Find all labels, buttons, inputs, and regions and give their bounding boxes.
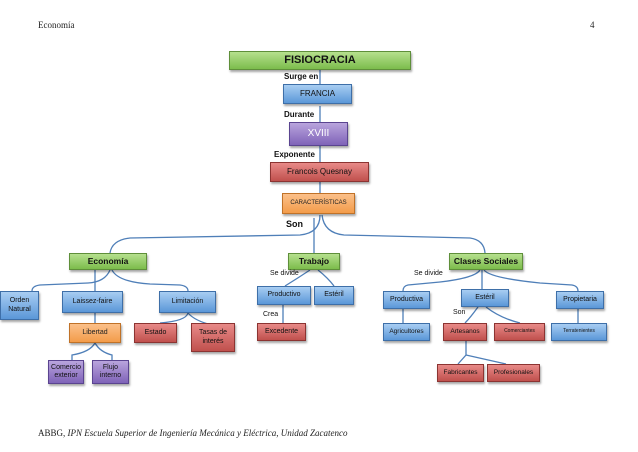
label-clases-se-divide: Se divide bbox=[414, 270, 443, 277]
label-exponente: Exponente bbox=[274, 150, 315, 159]
node-artesanos: Artesanos bbox=[443, 323, 487, 341]
node-comerciantes: Comerciantes bbox=[494, 323, 545, 341]
page-footer: ABBG, IPN Escuela Superior de Ingeniería… bbox=[38, 428, 347, 438]
title-node-fisiocracia: FISIOCRACIA bbox=[229, 51, 411, 70]
node-excedente: Excedente bbox=[257, 323, 306, 341]
node-caracteristicas: CARACTERÍSTICAS bbox=[282, 193, 355, 214]
node-orden-natural: Orden Natural bbox=[0, 291, 39, 320]
node-productiva: Productiva bbox=[383, 291, 430, 309]
label-crea: Crea bbox=[263, 311, 279, 318]
page-header-title: Economía bbox=[38, 20, 75, 30]
footer-author: ABBG, bbox=[38, 428, 66, 438]
node-esteril-trabajo: Estéril bbox=[314, 286, 354, 305]
node-xviii: XVIII bbox=[289, 122, 348, 146]
node-terratenientes: Terratenientes bbox=[551, 323, 607, 341]
node-fabricantes: Fabricantes bbox=[437, 364, 484, 382]
node-francia: FRANCIA bbox=[283, 84, 352, 104]
node-flujo-interno: Flujo interno bbox=[92, 360, 129, 384]
node-estado: Estado bbox=[134, 323, 177, 343]
node-francois-quesnay: Francois Quesnay bbox=[270, 162, 369, 182]
node-productivo: Productivo bbox=[257, 286, 311, 305]
label-clases-son: Son bbox=[453, 309, 466, 316]
node-comercio-exterior: Comercio exterior bbox=[48, 360, 84, 384]
footer-institution: IPN Escuela Superior de Ingeniería Mecán… bbox=[67, 428, 348, 438]
node-propietaria: Propietaria bbox=[556, 291, 604, 309]
label-surge-en: Surge en bbox=[284, 72, 319, 81]
node-agricultores: Agricultores bbox=[383, 323, 430, 341]
node-economia: Economía bbox=[69, 253, 147, 270]
node-laissez-faire: Laissez-faire bbox=[62, 291, 123, 313]
page-number: 4 bbox=[590, 20, 595, 30]
node-profesionales: Profesionales bbox=[487, 364, 540, 382]
node-tasas-de-interes: Tasas de interés bbox=[191, 323, 235, 352]
label-son: Son bbox=[286, 219, 303, 229]
node-limitacion: Limitación bbox=[159, 291, 216, 313]
node-libertad: Libertad bbox=[69, 323, 121, 343]
node-esteril-clases: Estéril bbox=[461, 289, 509, 307]
node-trabajo: Trabajo bbox=[288, 253, 340, 270]
label-durante: Durante bbox=[284, 110, 315, 119]
node-clases-sociales: Clases Sociales bbox=[449, 253, 523, 270]
label-trabajo-se-divide: Se divide bbox=[270, 270, 299, 277]
